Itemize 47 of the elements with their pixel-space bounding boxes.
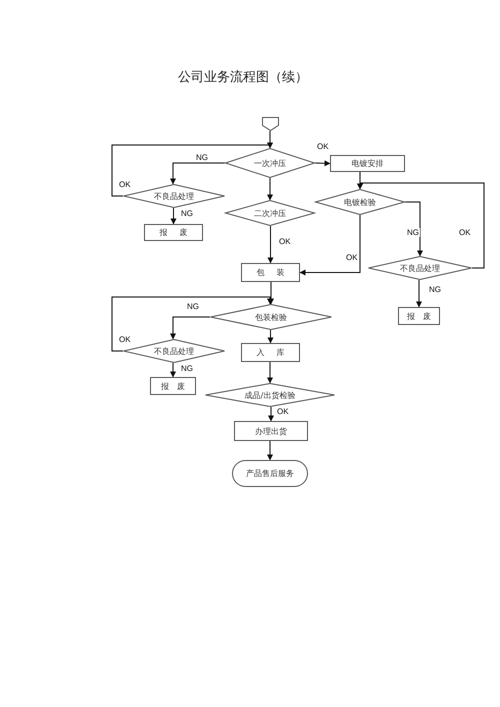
terminal-box: 产品售后服务	[232, 460, 308, 487]
edge-label: OK	[458, 228, 472, 237]
decision-diamond: 电镀检验	[315, 189, 405, 215]
arrow	[267, 178, 273, 200]
process-box: 包装	[241, 263, 300, 282]
edge-label: OK	[276, 407, 290, 416]
process-box: 办理出货	[234, 421, 308, 441]
off-page-connector	[262, 117, 279, 131]
edge-label: NG	[195, 153, 209, 162]
edge-label: NG	[186, 302, 200, 311]
arrow	[267, 440, 273, 460]
arrow	[357, 182, 484, 268]
decision-diamond: 不良品处理	[368, 256, 472, 280]
arrow	[170, 316, 210, 340]
arrow	[170, 208, 176, 224]
arrow	[300, 214, 360, 276]
process-box: 电镀安排	[330, 155, 405, 172]
arrow	[268, 226, 274, 264]
edge-label: OK	[118, 180, 132, 189]
arrow	[112, 296, 273, 352]
edge-label: OK	[345, 253, 359, 262]
edge-label: NG	[406, 228, 420, 237]
process-box: 报废	[144, 224, 203, 241]
process-box: 报废	[398, 307, 440, 325]
arrow	[404, 202, 423, 256]
arrow	[267, 362, 273, 384]
edge-label: NG	[180, 209, 194, 218]
arrow	[170, 362, 176, 378]
process-box: 报废	[150, 377, 196, 395]
edge-label: NG	[428, 285, 442, 294]
arrow	[268, 282, 274, 304]
decision-diamond: 一次冲压	[225, 148, 315, 178]
decision-diamond: 成品/出货检验	[205, 383, 335, 407]
arrow	[170, 162, 226, 184]
edge-label: NG	[180, 364, 194, 373]
edge-label: OK	[316, 142, 330, 151]
arrow	[314, 160, 330, 166]
arrow	[416, 280, 422, 308]
arrow	[268, 330, 274, 344]
title: 公司业务流程图（续）	[177, 69, 309, 86]
edge-label: OK	[278, 237, 292, 246]
decision-diamond: 包装检验	[210, 304, 332, 330]
decision-diamond: 二次冲压	[225, 200, 315, 226]
arrow	[268, 406, 274, 422]
arrow	[112, 142, 273, 196]
edge-label: OK	[118, 335, 132, 344]
process-box: 入库	[241, 343, 300, 362]
